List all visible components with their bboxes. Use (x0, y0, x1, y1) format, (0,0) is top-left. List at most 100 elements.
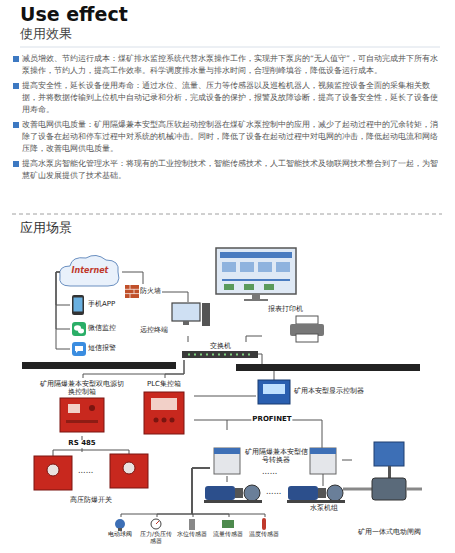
hv-switch (34, 456, 72, 490)
scada-monitor (220, 252, 292, 258)
ethernet-bar (22, 354, 420, 380)
switch-cabinet (60, 398, 104, 432)
bullet-square (13, 56, 19, 62)
connector (227, 476, 228, 482)
node-label: Internet (60, 266, 120, 275)
connector (192, 468, 210, 517)
ellipsis: ...... (78, 466, 93, 475)
gate-valve (406, 488, 422, 491)
printer-icon (296, 316, 318, 324)
sensor-icon (115, 519, 125, 529)
ellipsis: ...... (266, 487, 281, 496)
computer-icon (183, 321, 189, 325)
profinet-bus (227, 420, 322, 448)
scada-monitor (264, 284, 274, 290)
cabinet-node: 矿用隔爆兼本安型双电源切换控制箱 (40, 378, 126, 436)
pump-unit (244, 485, 260, 501)
hv-switch (110, 454, 148, 488)
firewall-icon (125, 285, 139, 298)
connector (56, 272, 70, 305)
node-label: 交换机 (210, 342, 231, 350)
network-switch (188, 354, 250, 356)
sensor-icon (262, 518, 266, 530)
node-label: 远控终端 (140, 326, 168, 334)
node-label: 矿用隔爆兼本安型信号转换器 (244, 448, 308, 464)
phone-icon (74, 298, 83, 312)
bullet-text: 提高安全性，延长设备使用寿命：通过水位、流量、压力等传感器以及巡检机器人，视频监… (22, 80, 442, 116)
bus-label: RS 485 (67, 440, 96, 448)
computer-icon (202, 303, 210, 326)
cabinet-node: PLC集控箱 (136, 378, 194, 436)
section-heading: 应用场景 (20, 221, 72, 236)
firewall-icon (125, 285, 139, 298)
plc-cabinet (154, 418, 159, 423)
ethernet-bar (258, 354, 274, 380)
ethernet-bar (22, 362, 176, 369)
connector (192, 468, 265, 517)
pump-unit (327, 485, 343, 501)
app-node: 手机APP (70, 294, 122, 316)
connector (56, 272, 70, 329)
rule-line (12, 214, 442, 215)
display-controller (263, 384, 285, 394)
profinet-bus (227, 420, 322, 448)
bullet-item: 提高安全性，延长设备使用寿命：通过水位、流量、压力等传感器以及巡检机器人，视频监… (22, 80, 442, 116)
switch-cabinet (68, 404, 80, 413)
plc-cabinet (144, 392, 184, 434)
connector (194, 396, 256, 397)
bullet-text: 提高水泵房智能化管理水平：将现有的工业控制技术，智能传感技术，人工智能技术及物联… (22, 158, 442, 182)
pump-node: 水泵机组 (200, 482, 350, 514)
network-switch (182, 351, 258, 358)
pump-unit (287, 500, 345, 503)
signal-converter (214, 448, 336, 486)
sensor-icon (156, 521, 159, 524)
controller-node: 矿用本安型显示控制器 (256, 378, 376, 406)
connector (165, 360, 184, 378)
display-controller (258, 380, 290, 404)
sms-icon (72, 342, 86, 356)
wechat-icon (72, 322, 86, 336)
phone-icon (72, 295, 84, 315)
connector (122, 272, 143, 284)
plc-cabinet (162, 418, 167, 423)
sensor-node: 温度传感器 (246, 517, 284, 551)
app-node: 短信报警 (70, 341, 122, 357)
cloud-node: Internet (60, 258, 122, 286)
node-label: 手机APP (88, 300, 115, 308)
node-label: 电动球阀 (102, 531, 138, 538)
scada-monitor (244, 299, 268, 301)
bullet-text: 减员增效、节约运行成本：煤矿排水监控系统代替水泵操作工作，实现井下泵房的“无人值… (22, 53, 442, 77)
computer-icon (172, 303, 210, 326)
wechat-icon (72, 322, 86, 336)
bullet-item: 减员增效、节约运行成本：煤矿排水监控系统代替水泵操作工作，实现井下泵房的“无人值… (22, 53, 442, 77)
node-label: 报表打印机 (268, 305, 303, 313)
gate-valve (372, 442, 422, 500)
rule-line (12, 47, 442, 214)
section-subtitle: 使用效果 (20, 27, 72, 42)
hv-switch (47, 464, 59, 476)
scada-monitor (240, 262, 254, 272)
page-title: Use effect (20, 4, 128, 26)
connector (56, 272, 70, 349)
node-label: 矿用本安型显示控制器 (294, 387, 364, 395)
scada-monitor (276, 262, 290, 272)
connector (162, 292, 188, 302)
scada-monitor (216, 248, 296, 301)
switch-cabinet (89, 405, 95, 411)
sms-icon (72, 342, 86, 356)
sensor-node: 压力/负压传感器 (138, 517, 176, 551)
hv-switch (34, 454, 148, 490)
connector (83, 360, 184, 378)
sensor-icon (151, 519, 161, 529)
pump-unit (204, 500, 262, 503)
sensor-icon (222, 520, 234, 528)
scada-monitor (222, 279, 290, 281)
signal-converter (214, 448, 240, 454)
hv-switch-node: 高压防爆开关 (30, 452, 154, 508)
bullet-square (13, 122, 19, 128)
node-label: 流量传感器 (210, 531, 246, 538)
scada-monitor (244, 284, 254, 290)
printer-icon (296, 334, 318, 342)
plc-cabinet (144, 392, 184, 434)
connector (188, 336, 189, 342)
